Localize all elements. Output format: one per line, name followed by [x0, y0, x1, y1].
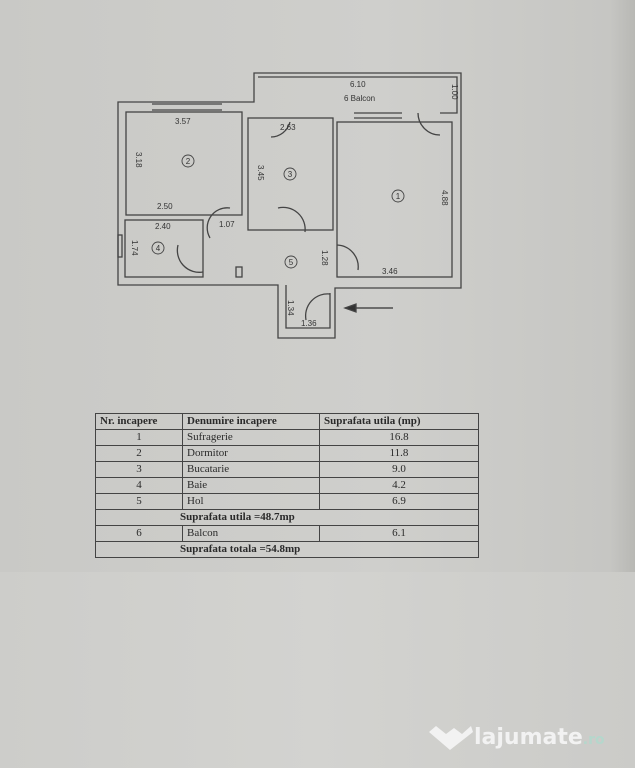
room-area: 6.9: [319, 493, 479, 510]
door-arc: [270, 121, 291, 138]
room-area: 16.8: [319, 429, 479, 446]
room-name: Sufragerie: [182, 429, 320, 446]
dimension-label: 3.57: [175, 117, 191, 126]
door-arc: [417, 112, 441, 136]
dimension-label: 3.18: [134, 152, 143, 168]
room-area: 4.2: [319, 477, 479, 494]
room-number: 3: [288, 170, 293, 179]
door-arc: [304, 293, 331, 321]
room-name: Balcon: [182, 525, 320, 542]
room-nr: 5: [95, 493, 183, 510]
door-arc: [277, 206, 306, 233]
room-nr: 3: [95, 461, 183, 478]
room-nr: 6: [95, 525, 183, 542]
room-name: Baie: [182, 477, 320, 494]
dimension-label: 2.40: [155, 222, 171, 231]
dimension-label: 2.63: [280, 123, 296, 132]
dimension-label: 1.00: [450, 84, 459, 100]
room-nr: 1: [95, 429, 183, 446]
dimension-label: 2.50: [157, 202, 173, 211]
door-arc: [336, 244, 359, 271]
dimension-label: 3.45: [256, 165, 265, 181]
room-areas-table: Nr. incapere Denumire incapere Suprafata…: [95, 413, 479, 558]
door-arc: [176, 244, 204, 273]
subtotal-row: Suprafata utila =48.7mp: [95, 509, 479, 526]
table-header-row: Nr. incapere Denumire incapere Suprafata…: [95, 413, 479, 430]
room-area: 9.0: [319, 461, 479, 478]
room-name: Hol: [182, 493, 320, 510]
room-2-wall: [125, 111, 243, 216]
dimension-label: 1.07: [219, 220, 235, 229]
dimension-label: 1.74: [130, 240, 139, 256]
dimension-label: 1.34: [286, 300, 295, 316]
total-row: Suprafata totala =54.8mp: [95, 541, 479, 558]
watermark-logo: lajumate.ro: [426, 722, 605, 752]
dimension-label: 3.46: [382, 267, 398, 276]
dimension-label: 1.36: [301, 319, 317, 328]
outer-wall: [117, 72, 462, 339]
dimension-label: 4.88: [440, 190, 449, 206]
column-header: Denumire incapere: [182, 413, 320, 430]
balcony-label: 6 Balcon: [344, 94, 375, 103]
column-header: Suprafata utila (mp): [319, 413, 479, 430]
dimension-label: 1.28: [320, 250, 329, 266]
room-nr: 4: [95, 477, 183, 494]
column-header: Nr. incapere: [95, 413, 183, 430]
overlapping-sheet: [0, 572, 635, 768]
room-number: 1: [396, 192, 401, 201]
total-text: Suprafata totala =54.8mp: [95, 541, 479, 558]
room-3-wall: [247, 117, 334, 231]
subtotal-text: Suprafata utila =48.7mp: [95, 509, 479, 526]
room-name: Dormitor: [182, 445, 320, 462]
room-number: 5: [289, 258, 294, 267]
room-number: 4: [156, 244, 161, 253]
room-area: 11.8: [319, 445, 479, 462]
room-name: Bucatarie: [182, 461, 320, 478]
logo-name: lajumate: [474, 724, 583, 750]
room-number: 2: [186, 157, 191, 166]
dimension-label: 6.10: [350, 80, 366, 89]
room-4-wall: [124, 219, 204, 278]
logo-tld: .ro: [582, 732, 605, 748]
balcony-inner: [258, 76, 458, 114]
room-nr: 2: [95, 445, 183, 462]
room-1-wall: [336, 121, 453, 278]
room-area: 6.1: [319, 525, 479, 542]
handshake-icon: [429, 726, 473, 750]
floor-plan: 1 2 3 4 5 6.10 6 Balcon 1.00 3.57 3.18 2…: [117, 72, 462, 339]
door-arc: [206, 207, 231, 239]
